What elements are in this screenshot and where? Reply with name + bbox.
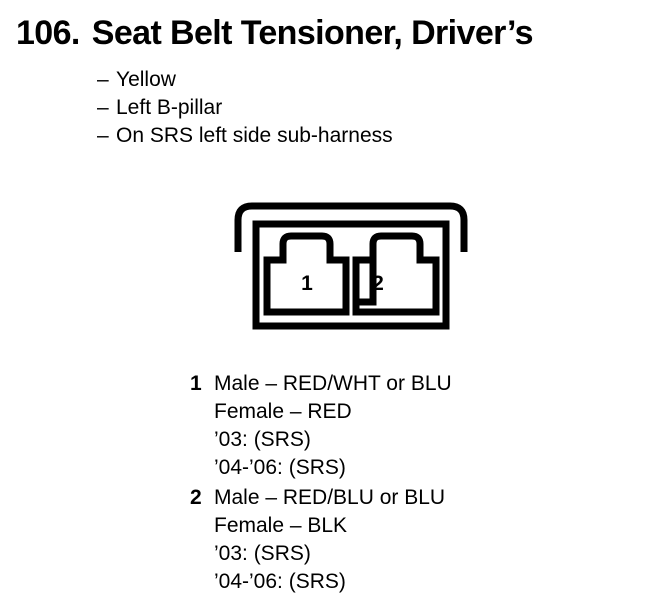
connector-body-outline (252, 220, 450, 330)
pin-legend: 1 Male – RED/WHT or BLU Female – RED ’03… (190, 370, 650, 598)
list-item: – On SRS left side sub-harness (97, 122, 657, 150)
cavity-2-outline (352, 232, 440, 316)
dash-icon: – (97, 124, 109, 147)
list-item: – Yellow (97, 66, 657, 94)
pin-legend-entry-1: 1 Male – RED/WHT or BLU Female – RED ’03… (190, 370, 650, 482)
page-title-number: 106. (16, 14, 80, 52)
pin-1-number: 1 (301, 272, 313, 295)
attribute-location: Left B-pillar (116, 96, 223, 119)
attribute-list: – Yellow – Left B-pillar – On SRS left s… (97, 66, 657, 150)
connector-diagram: 1 2 (228, 196, 474, 336)
dash-icon: – (97, 96, 109, 119)
page-title: 106. Seat Belt Tensioner, Driver’s (16, 14, 656, 52)
list-item: – Left B-pillar (97, 94, 657, 122)
page-title-text: Seat Belt Tensioner, Driver’s (91, 14, 534, 52)
pin-legend-line: ’03: (SRS) (214, 428, 311, 451)
pin-legend-number: 2 (190, 486, 202, 509)
pin-legend-line: Female – RED (214, 400, 352, 423)
pin-legend-line: Male – RED/BLU or BLU (214, 486, 446, 509)
pin-2-number: 2 (372, 272, 384, 295)
pin-legend-lines: Male – RED/WHT or BLU Female – RED ’03: … (214, 370, 650, 482)
pin-legend-line: ’04-’06: (SRS) (214, 456, 346, 479)
pin-legend-lines: Male – RED/BLU or BLU Female – BLK ’03: … (214, 484, 650, 596)
attribute-color: Yellow (116, 68, 176, 91)
attribute-harness: On SRS left side sub-harness (116, 124, 393, 147)
cavity-1-outline (263, 232, 350, 316)
pin-legend-entry-2: 2 Male – RED/BLU or BLU Female – BLK ’03… (190, 484, 650, 596)
pin-legend-line: Male – RED/WHT or BLU (214, 372, 452, 395)
pin-legend-number: 1 (190, 372, 202, 395)
cavity-2-left-wall (352, 256, 373, 312)
pin-legend-line: Female – BLK (214, 514, 348, 537)
pin-legend-line: ’03: (SRS) (214, 542, 311, 565)
pin-legend-line: ’04-’06: (SRS) (214, 570, 346, 593)
dash-icon: – (97, 68, 109, 91)
connector-outer-shell (234, 202, 468, 252)
